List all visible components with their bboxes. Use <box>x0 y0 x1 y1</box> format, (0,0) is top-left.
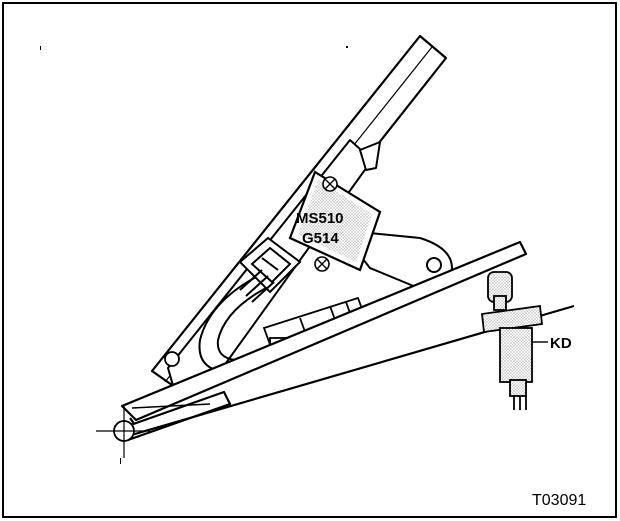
hinge-point <box>96 404 150 458</box>
scan-specks <box>40 46 348 464</box>
connector-plug <box>238 236 302 303</box>
base-bracket <box>120 240 528 442</box>
module-label-line2: G514 <box>302 230 339 247</box>
module-label-line1: MS510 <box>296 210 344 227</box>
kickdown-label: KD <box>550 335 572 352</box>
pedal-pivot <box>164 351 180 367</box>
reference-code: T03091 <box>532 492 586 509</box>
kickdown-switch: KD <box>481 271 572 410</box>
sensor-module: MS510 G514 <box>288 170 382 272</box>
